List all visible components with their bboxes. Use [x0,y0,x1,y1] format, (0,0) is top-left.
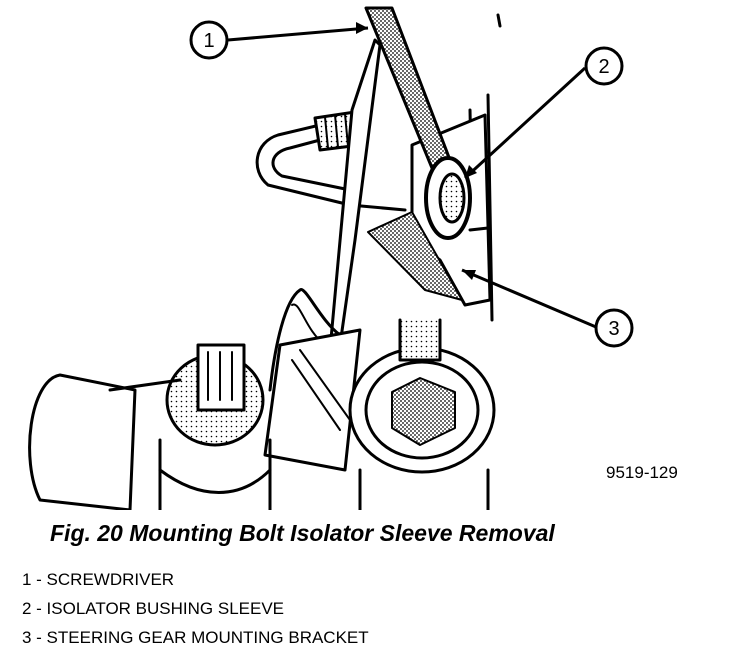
callout-3-leader [461,268,597,329]
bracket-shadow [367,211,463,301]
lower-bracket [263,328,362,472]
callout-3-number: 3 [608,318,619,340]
frame-edge-top [496,13,502,28]
figure-id-label: 9519-129 [606,463,678,482]
hydraulic-line-inner [271,138,352,192]
hydraulic-line [255,123,407,212]
callout-1-number: 1 [203,30,214,52]
diagram-illustration: 1 2 3 9519-129 [28,6,678,510]
callout-1: 1 [189,20,229,60]
legend-item-steering-gear-mounting-bracket: 3 - STEERING GEAR MOUNTING BRACKET [22,628,369,647]
wiring-loop [268,288,342,392]
support-rod [328,38,382,352]
legend-item-screwdriver: 1 - SCREWDRIVER [22,570,175,589]
legend-list: 1 - SCREWDRIVER 2 - ISOLATOR BUSHING SLE… [22,565,369,652]
gear-housing [28,373,137,510]
upper-stud [398,318,442,362]
callout-2-number: 2 [598,56,609,78]
callout-2: 2 [584,46,624,86]
callout-2-leader [463,66,587,180]
figure-caption: Fig. 20 Mounting Bolt Isolator Sleeve Re… [50,520,555,546]
screwdriver [364,6,452,170]
hex-bolt [391,377,456,446]
callout-3: 3 [594,308,634,348]
callout-1-leader [227,26,369,42]
bracket-inner-edge [468,226,490,232]
legend-item-isolator-bushing-sleeve: 2 - ISOLATOR BUSHING SLEEVE [22,599,285,618]
